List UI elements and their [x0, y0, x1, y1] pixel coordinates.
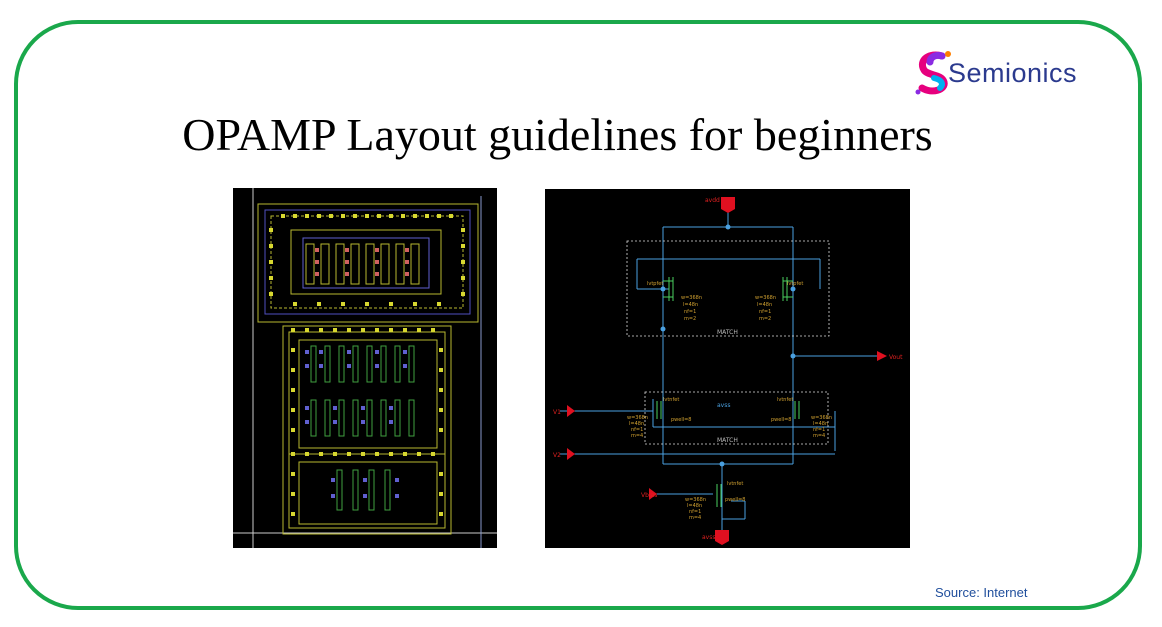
pin-label-vdd: avdd	[705, 197, 720, 204]
nmos-left-model: lvtnfet	[663, 397, 679, 403]
pin-vdd-icon	[721, 197, 735, 213]
source-caption: Source: Internet	[935, 585, 1028, 600]
nmos-right-model: lvtnfet	[777, 397, 793, 403]
pin-label-vss: avss	[702, 534, 715, 541]
brand-name: Semionics	[948, 58, 1078, 88]
nmos-tail-nf: nf=1	[689, 509, 701, 515]
pin-vbias-icon	[649, 488, 657, 500]
schematic-image: avdd Vout V1 V2 Vbias avss MATCH MATCH a…	[545, 189, 910, 548]
nmos-right-nf: nf=1	[813, 427, 825, 433]
semionics-logo-icon	[915, 51, 951, 95]
nmos-right-l: l=48n	[813, 421, 828, 427]
pmos-right-w: w=368n	[755, 295, 776, 301]
slide-frame	[14, 20, 1142, 610]
nmos-right-m: m=4	[813, 433, 825, 439]
pin-label-vout: Vout	[889, 354, 903, 361]
pmos-left-nf: nf=1	[684, 309, 696, 315]
pin-v2-icon	[567, 448, 575, 460]
pin-label-v2: V2	[553, 452, 561, 459]
nmos-tail-pwell: pwell=8	[725, 497, 746, 503]
pmos-left-l: l=48n	[683, 302, 698, 308]
nmos-tail-l: l=48n	[687, 503, 702, 509]
net-label-mid: avss	[717, 402, 730, 409]
pmos-left-m: m=2	[684, 316, 696, 322]
nmos-right-w: w=368n	[811, 415, 832, 421]
match-label-bottom: MATCH	[717, 437, 738, 444]
nmos-tail-model: lvtnfet	[727, 481, 743, 487]
match-label-top: MATCH	[717, 329, 738, 336]
nmos-right-pwell: pwell=8	[771, 417, 792, 423]
pmos-right-l: l=48n	[757, 302, 772, 308]
pmos-right-m: m=2	[759, 316, 771, 322]
pin-vout-icon	[877, 351, 887, 361]
layout-image	[233, 188, 497, 548]
pin-label-v1: V1	[553, 409, 561, 416]
pin-label-vbias: Vbias	[641, 492, 657, 499]
pin-vss-icon	[715, 530, 729, 545]
nmos-left-nf: nf=1	[631, 427, 643, 433]
pmos-right-model: lvtpfet	[787, 281, 803, 287]
pmos-right-nf: nf=1	[759, 309, 771, 315]
nmos-tail-m: m=4	[689, 515, 701, 521]
nmos-left-l: l=48n	[629, 421, 644, 427]
pin-v1-icon	[567, 405, 575, 417]
nmos-tail-w: w=368n	[685, 497, 706, 503]
nmos-left-w: w=368n	[627, 415, 648, 421]
nmos-left-m: m=4	[631, 433, 643, 439]
nmos-left-pwell: pwell=8	[671, 417, 692, 423]
pmos-left-model: lvtpfet	[647, 281, 663, 287]
pmos-left-w: w=368n	[681, 295, 702, 301]
slide-title: OPAMP Layout guidelines for beginners	[182, 109, 933, 160]
